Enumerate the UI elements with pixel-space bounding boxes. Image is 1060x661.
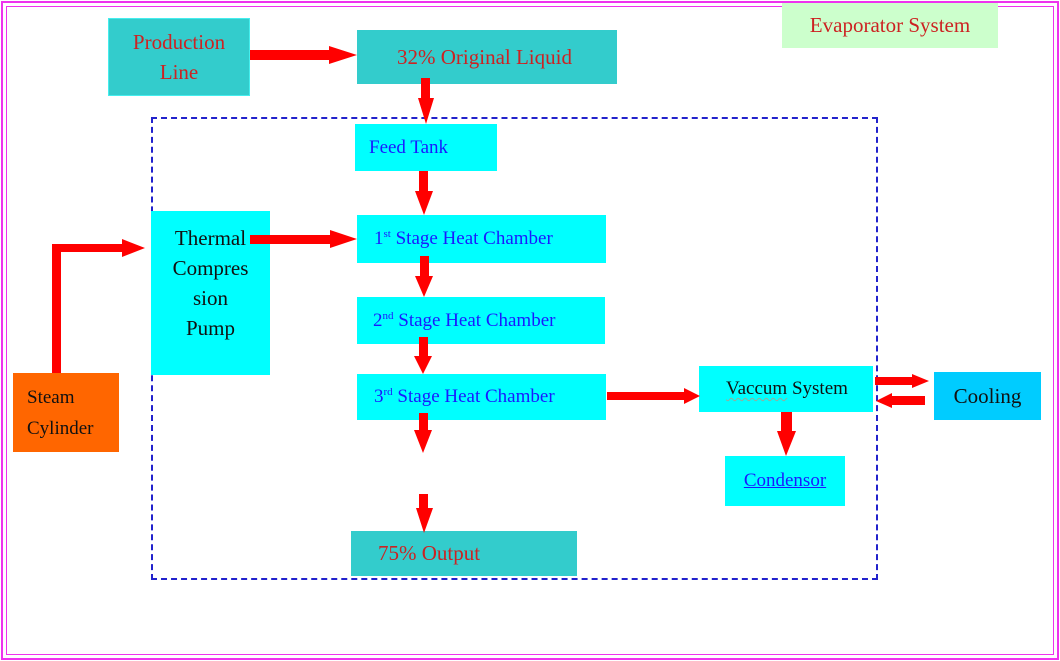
- condensor-label[interactable]: Condensor: [743, 470, 827, 491]
- original-liquid-label: 32% Original Liquid: [397, 44, 572, 69]
- stage1-label: 1st Stage Heat Chamber: [374, 228, 553, 249]
- stage3-heat-chamber-node[interactable]: 3rd Stage Heat Chamber: [357, 374, 606, 420]
- feed-tank-label: Feed Tank: [369, 136, 449, 158]
- production-line-node[interactable]: Production Line: [108, 18, 250, 96]
- steam-cylinder-label-1: Steam: [27, 386, 75, 408]
- thermal-pump-label-2: Compres: [172, 256, 249, 280]
- cooling-node[interactable]: Cooling: [934, 372, 1041, 420]
- feed-tank-node[interactable]: Feed Tank: [355, 124, 497, 171]
- output-node[interactable]: 75% Output: [351, 531, 577, 576]
- steam-cylinder-label-2: Cylinder: [27, 417, 94, 439]
- cooling-label: Cooling: [953, 383, 1022, 408]
- thermal-pump-label-4: Pump: [185, 316, 235, 340]
- stage3-label: 3rd Stage Heat Chamber: [374, 386, 555, 407]
- production-line-label-1: Production: [132, 30, 226, 54]
- thermal-compression-pump-node[interactable]: Thermal Compres sion Pump: [151, 211, 270, 375]
- title-box: Evaporator System: [782, 3, 998, 48]
- inner-frame: [6, 6, 1054, 655]
- steam-cylinder-node[interactable]: Steam Cylinder: [13, 373, 119, 452]
- stage1-heat-chamber-node[interactable]: 1st Stage Heat Chamber: [357, 215, 606, 263]
- stage2-heat-chamber-node[interactable]: 2nd Stage Heat Chamber: [357, 297, 605, 344]
- production-line-label-2: Line: [159, 60, 199, 84]
- vacuum-system-label: Vaccum System: [726, 378, 848, 399]
- original-liquid-node[interactable]: 32% Original Liquid: [357, 30, 617, 84]
- output-label: 75% Output: [378, 541, 481, 565]
- thermal-pump-label-1: Thermal: [174, 226, 247, 250]
- condensor-node[interactable]: Condensor: [725, 456, 845, 506]
- thermal-pump-label-3: sion: [192, 286, 228, 310]
- title-label: Evaporator System: [809, 13, 971, 37]
- stage2-label: 2nd Stage Heat Chamber: [373, 309, 556, 331]
- vacuum-system-node[interactable]: Vaccum System: [699, 366, 873, 412]
